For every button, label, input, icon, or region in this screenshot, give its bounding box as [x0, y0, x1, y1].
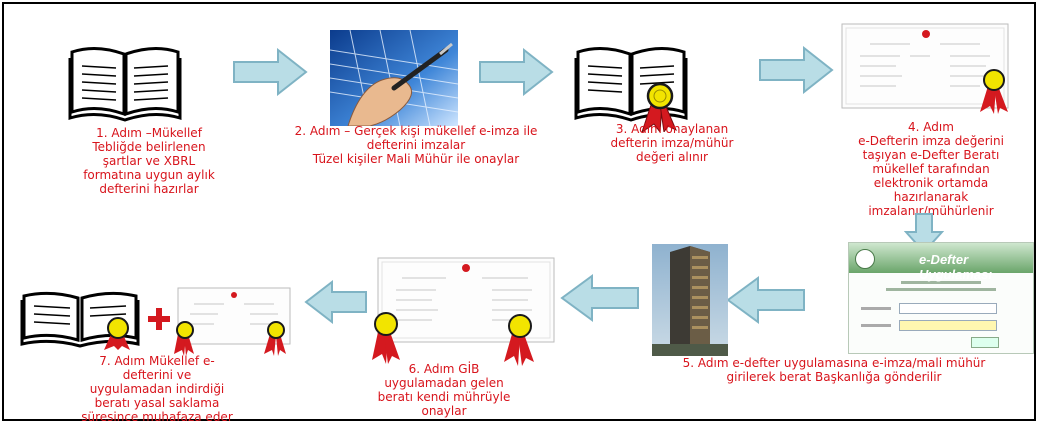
login-button[interactable]	[971, 337, 999, 348]
digital-signature-image	[330, 30, 458, 126]
app-logo-icon	[855, 249, 875, 269]
open-book-icon	[66, 44, 184, 122]
arrow-left-icon	[726, 276, 806, 324]
step-3-label: 3. Adım onaylanan defterin imza/mühür de…	[610, 122, 734, 164]
password-field[interactable]	[899, 320, 997, 331]
username-field[interactable]	[899, 303, 997, 314]
sealed-book-icon	[572, 44, 694, 132]
arrow-left-icon	[304, 280, 368, 324]
berat-certificate-image	[174, 286, 296, 356]
sealed-book-icon	[18, 290, 142, 350]
step-6-label: 6. Adım GİB uygulamadan gelen beratı ken…	[377, 362, 511, 418]
step-2-label: 2. Adım – Gerçek kişi mükellef e-imza il…	[294, 124, 538, 166]
arrow-right-icon	[232, 48, 308, 96]
gib-building-image	[652, 244, 728, 356]
step-1-label: 1. Adım –Mükellef Tebliğde belirlenen şa…	[83, 126, 215, 196]
edefter-app-screenshot: e-Defter Uygulaması	[848, 242, 1034, 354]
arrow-right-icon	[758, 46, 834, 94]
arrow-right-icon	[478, 48, 554, 96]
app-title: e-Defter Uygulaması	[919, 252, 992, 282]
berat-certificate-image	[840, 22, 1016, 114]
step-5-label: 5. Adım e-defter uygulamasına e-imza/mal…	[682, 356, 986, 384]
arrow-left-icon	[560, 274, 640, 322]
step-4-label: 4. Adım e-Defterin imza değerini taşıyan…	[858, 120, 1004, 218]
approved-berat-image	[372, 256, 558, 366]
step-7-label: 7. Adım Mükellef e- defterini ve uygulam…	[81, 354, 233, 424]
plus-icon	[146, 306, 172, 332]
